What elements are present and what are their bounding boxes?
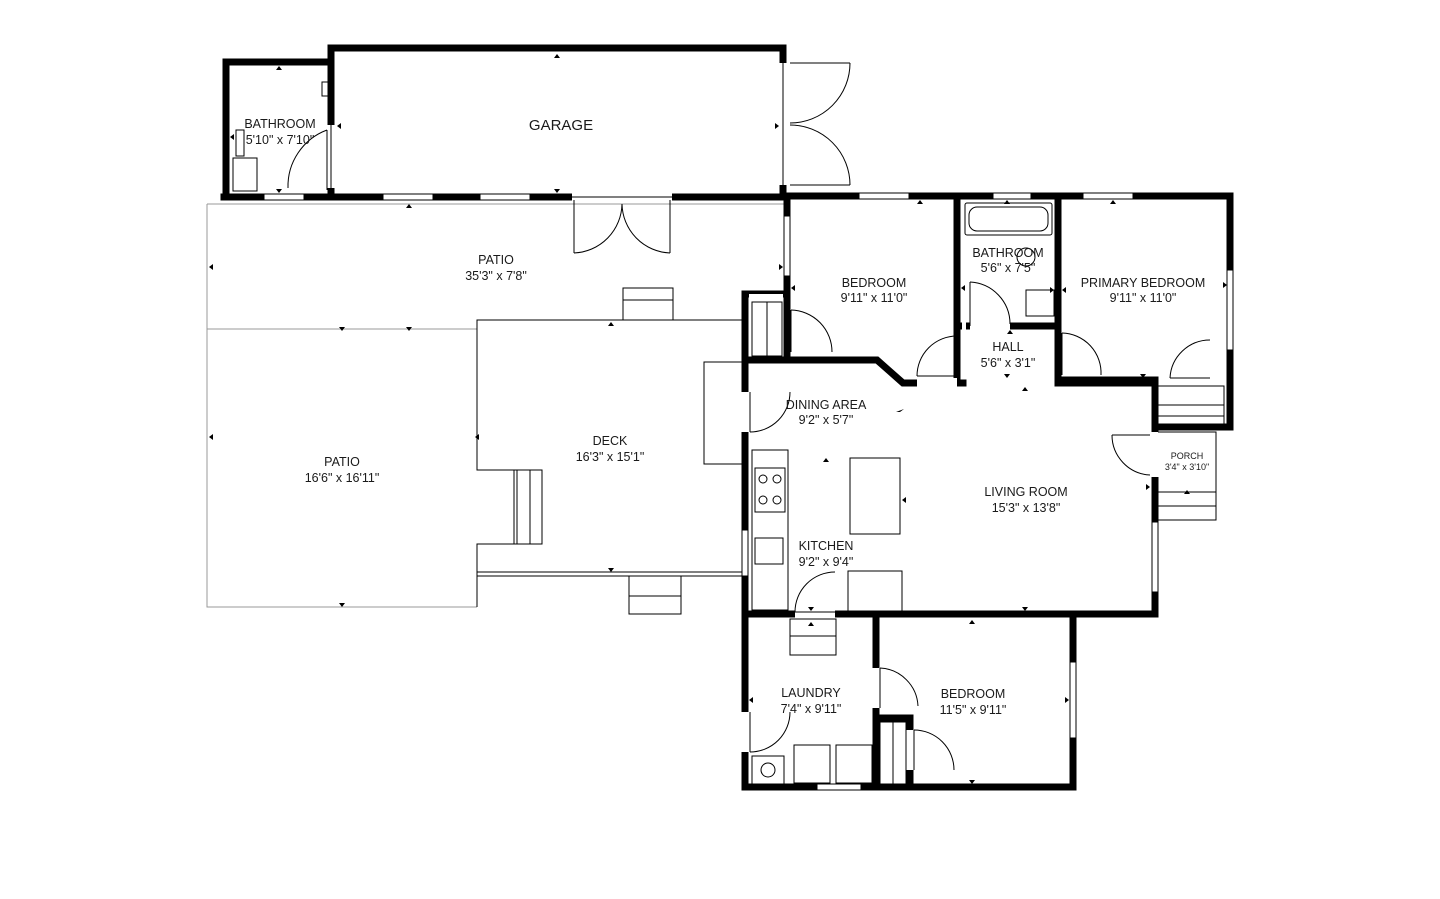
room-label-bedroom-1: BEDROOM 9'11" x 11'0"	[841, 276, 908, 305]
room-name: BEDROOM	[941, 687, 1006, 701]
room-label-porch: PORCH 3'4" x 3'10"	[1165, 451, 1209, 472]
toilet-icon	[232, 157, 258, 192]
room-label-bedroom-2: BEDROOM 11'5" x 9'11"	[940, 687, 1007, 717]
house-windows	[741, 192, 1234, 791]
room-label-patio-top: PATIO 35'3" x 7'8"	[465, 253, 527, 283]
room-name: LAUNDRY	[781, 686, 841, 700]
room-label-hall: HALL 5'6" x 3'1"	[981, 340, 1036, 370]
room-label-patio-left: PATIO 16'6" x 16'11"	[305, 455, 380, 485]
room-label-laundry: LAUNDRY 7'4" x 9'11"	[781, 686, 842, 716]
room-dims: 9'11" x 11'0"	[841, 291, 908, 305]
room-dims: 11'5" x 9'11"	[940, 703, 1007, 717]
room-dims: 16'3" x 15'1"	[576, 450, 645, 464]
room-name: PORCH	[1171, 451, 1204, 461]
room-dims: 3'4" x 3'10"	[1165, 462, 1209, 472]
garage-side-door	[789, 62, 851, 186]
window	[382, 193, 434, 201]
room-dims: 5'10" x 7'10"	[246, 133, 315, 147]
room-name: KITCHEN	[799, 539, 854, 553]
room-dims: 35'3" x 7'8"	[465, 269, 527, 283]
room-name: GARAGE	[529, 117, 593, 134]
wall-markers	[209, 54, 1227, 784]
room-dims: 16'6" x 16'11"	[305, 471, 380, 485]
room-label-deck: DECK 16'3" x 15'1"	[576, 434, 645, 464]
room-dims: 5'6" x 3'1"	[981, 356, 1036, 370]
room-name: PRIMARY BEDROOM	[1081, 276, 1206, 290]
patio-double-door	[572, 196, 672, 254]
bathroom-1-walls	[222, 58, 335, 201]
stove-icon	[754, 467, 786, 513]
room-dims: 5'6" x 7'5"	[981, 261, 1036, 275]
room-label-dining-area: DINING AREA 9'2" x 5'7"	[786, 398, 867, 427]
room-name: PATIO	[478, 253, 514, 267]
room-label-primary-bedroom: PRIMARY BEDROOM 9'11" x 11'0"	[1081, 276, 1206, 305]
room-name: DECK	[593, 434, 628, 448]
room-name: BATHROOM	[244, 117, 315, 131]
room-dims: 9'2" x 5'7"	[799, 413, 854, 427]
room-name: LIVING ROOM	[984, 485, 1067, 499]
room-label-kitchen: KITCHEN 9'2" x 9'4"	[799, 539, 854, 569]
room-name: PATIO	[324, 455, 360, 469]
sink-icon	[754, 537, 784, 565]
room-name: DINING AREA	[786, 398, 867, 412]
window	[263, 193, 305, 201]
kitchen-island	[849, 457, 901, 535]
room-name: BATHROOM	[972, 246, 1043, 260]
room-dims: 9'2" x 9'4"	[799, 555, 854, 569]
interior-doors	[749, 281, 1211, 771]
room-label-garage: GARAGE	[529, 117, 593, 134]
room-label-living-room: LIVING ROOM 15'3" x 13'8"	[984, 485, 1067, 515]
room-dims: 9'11" x 11'0"	[1110, 291, 1177, 305]
room-dims: 7'4" x 9'11"	[781, 702, 842, 716]
room-label-bathroom-1: BATHROOM 5'10" x 7'10"	[244, 117, 315, 147]
room-name: HALL	[992, 340, 1023, 354]
window	[479, 193, 531, 201]
room-label-bathroom-2: BATHROOM 5'6" x 7'5"	[972, 246, 1043, 275]
room-name: BEDROOM	[842, 276, 907, 290]
room-dims: 15'3" x 13'8"	[992, 501, 1061, 515]
house-fixtures	[751, 202, 1225, 785]
